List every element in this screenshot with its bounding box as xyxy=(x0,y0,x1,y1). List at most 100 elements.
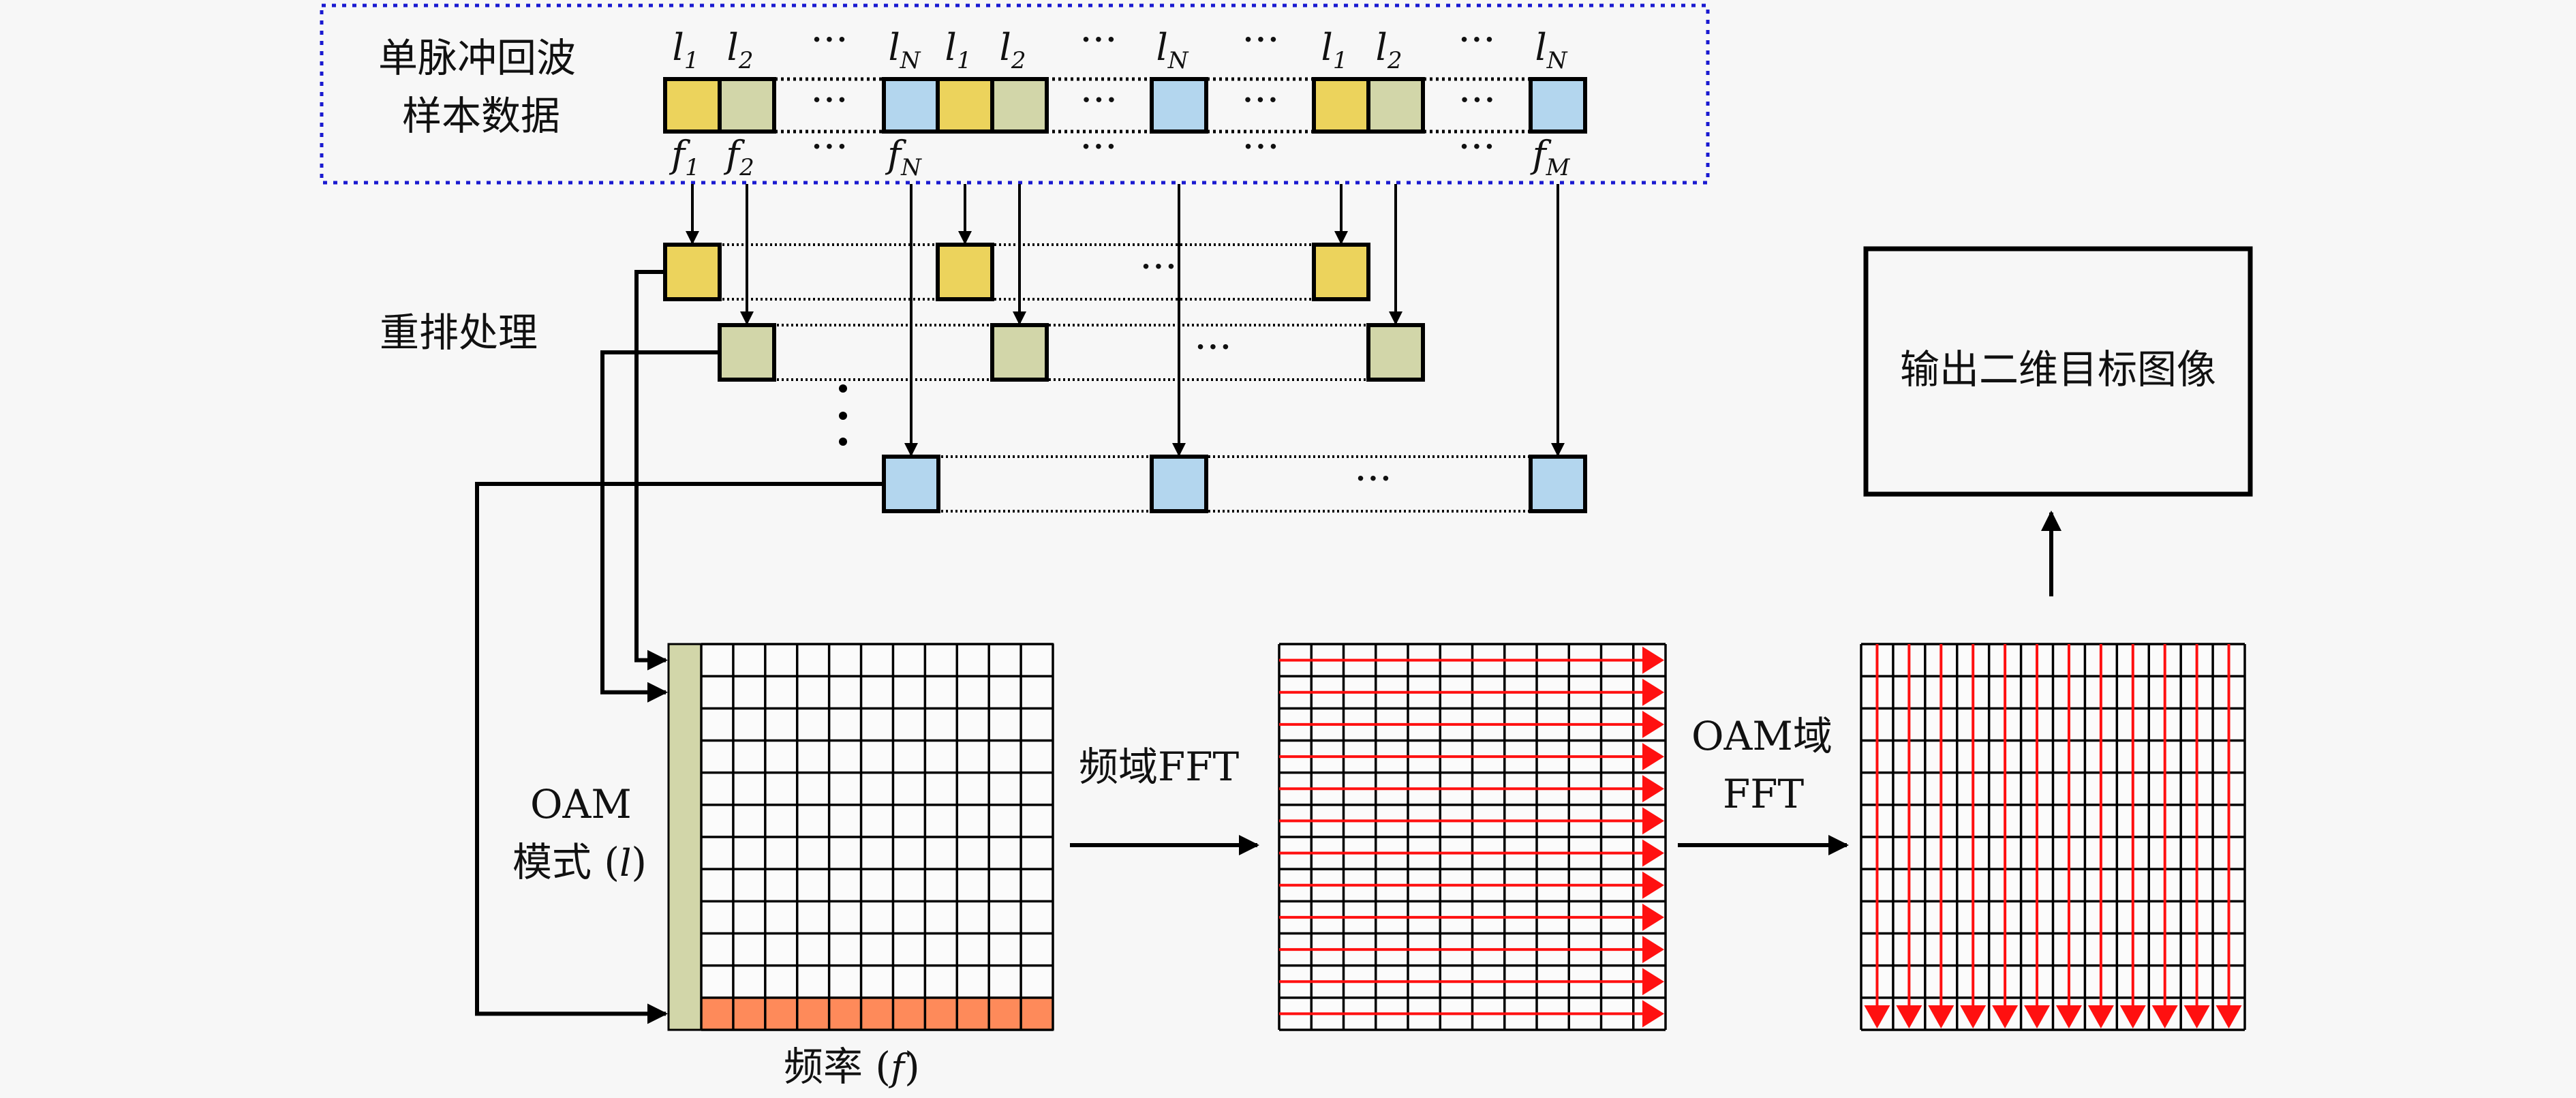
fft-col-arrow-head xyxy=(2151,1005,2178,1028)
frequency-row xyxy=(701,997,1053,1030)
row-cell-yellow xyxy=(663,243,722,301)
top-label: l1 xyxy=(945,26,972,74)
row-ellipsis: ··· xyxy=(1194,324,1231,370)
row-cell-yellow xyxy=(1312,243,1370,301)
row-cell-yellow xyxy=(936,243,994,301)
fft-col-arrow-head xyxy=(2055,1005,2082,1028)
fft-row-arrow-head xyxy=(1642,775,1664,803)
matrix-ylabel-line1: OAM xyxy=(530,781,632,827)
feed-arrow xyxy=(475,482,884,1024)
fft-col-arrow-head xyxy=(1928,1005,1954,1028)
fft-col-arrow-head xyxy=(1864,1005,1890,1028)
top-label: l1 xyxy=(1321,26,1348,74)
sample-cell-blue xyxy=(1150,77,1208,134)
sample-top-labels: l1 l2 ··· lN l1 l2 ··· lN ··· l1 l2 ··· lN xyxy=(673,16,1568,74)
fft-row-arrow-head xyxy=(1642,871,1664,899)
fft-row-arrow-head xyxy=(1642,936,1664,964)
matrix-border xyxy=(667,643,1054,1031)
bottom-label-ellipsis: ··· xyxy=(810,123,848,170)
oam-frequency-matrix xyxy=(667,643,1054,1031)
feed-arrow xyxy=(600,350,720,703)
top-label: l1 xyxy=(673,26,699,74)
row-cell-green xyxy=(990,323,1049,382)
input-title-line1: 单脉冲回波 xyxy=(378,35,576,81)
fft-row-arrow-head xyxy=(1642,807,1664,835)
vertical-ellipsis-dot xyxy=(839,438,847,446)
vertical-ellipsis-dot xyxy=(839,384,847,393)
row-ellipsis: ··· xyxy=(1139,243,1177,290)
oam-mode-column xyxy=(669,644,701,1030)
matrix-xlabel: 频率 (f) xyxy=(784,1043,920,1090)
top-label-ellipsis: ··· xyxy=(810,16,848,63)
matrix-ylabel-line2: 模式 (l) xyxy=(512,839,647,885)
top-label: l2 xyxy=(1376,26,1402,74)
sample-cell-yellow xyxy=(1312,77,1370,134)
top-label: l2 xyxy=(727,26,754,74)
sample-cell-yellow xyxy=(663,77,722,134)
oam-fft-matrix xyxy=(1860,643,2246,1031)
fft-row-arrow-head xyxy=(1642,743,1664,771)
bottom-label: fM xyxy=(1530,133,1571,181)
bottom-label: f1 xyxy=(669,133,700,181)
fft-col-arrow-head xyxy=(1896,1005,1922,1028)
feed-arrow xyxy=(634,270,668,671)
oam-fft-label-line1: OAM域 xyxy=(1691,713,1833,759)
row-ellipsis: ··· xyxy=(1354,455,1392,502)
sample-cell-blue xyxy=(882,77,940,134)
strip-ellipsis: ··· xyxy=(810,77,848,123)
fft-col-arrow-head xyxy=(2183,1005,2210,1028)
fft-row-arrow-head xyxy=(1642,710,1664,738)
top-label-ellipsis: ··· xyxy=(1242,16,1279,63)
fft-col-arrow-head xyxy=(1960,1005,1987,1028)
sample-bottom-labels: f1 f2 ··· fN ··· ··· ··· fM xyxy=(669,123,1570,181)
strip-ellipsis: ··· xyxy=(1080,77,1118,123)
row-cell-green xyxy=(1366,323,1425,382)
fft-col-arrow-head xyxy=(2087,1005,2114,1028)
row-cell-green xyxy=(718,323,776,382)
bottom-label-ellipsis: ··· xyxy=(1242,123,1279,170)
input-data-frame xyxy=(320,3,1710,185)
rearrange-label: 重排处理 xyxy=(380,309,538,356)
row-cell-blue xyxy=(1529,455,1587,513)
strip-ellipsis: ··· xyxy=(1458,77,1496,123)
fft-col-arrow-head xyxy=(1992,1005,2019,1028)
vertical-ellipsis-dot xyxy=(839,412,847,420)
fft-col-arrow-head xyxy=(2215,1005,2242,1028)
fft-row-arrow-head xyxy=(1642,903,1664,931)
top-label: l2 xyxy=(1000,26,1026,74)
fft-row-arrow-head xyxy=(1642,968,1664,996)
freq-fft-label: 频域FFT xyxy=(1079,744,1239,790)
rearranged-rows: ··· ··· ··· xyxy=(663,243,1587,513)
sample-strip: ··· ··· ··· ··· xyxy=(663,77,1587,134)
sample-cell-yellow xyxy=(936,77,994,134)
fft-col-arrow-head xyxy=(2024,1005,2051,1028)
bottom-label: fN xyxy=(885,133,922,181)
feed-lines xyxy=(475,270,884,1024)
sample-cell-green xyxy=(718,77,776,134)
top-label-ellipsis: ··· xyxy=(1458,16,1495,63)
fft-row-arrow-head xyxy=(1642,1000,1664,1028)
bottom-label-ellipsis: ··· xyxy=(1458,123,1495,170)
top-label: lN xyxy=(1535,26,1567,74)
freq-fft-matrix xyxy=(1278,643,1667,1031)
top-label: lN xyxy=(888,26,921,74)
fft-row-arrow-head xyxy=(1642,678,1664,706)
sample-cell-green xyxy=(990,77,1049,134)
bottom-label-ellipsis: ··· xyxy=(1079,123,1117,170)
fft-col-arrow-head xyxy=(2119,1005,2146,1028)
output-image-box xyxy=(1863,246,2253,497)
fft-row-arrow-head xyxy=(1642,839,1664,867)
top-label-ellipsis: ··· xyxy=(1079,16,1117,63)
oam-fft-label-line2: FFT xyxy=(1723,771,1804,817)
row-cell-blue xyxy=(1150,455,1208,513)
top-label: lN xyxy=(1156,26,1189,74)
rearrange-arrows xyxy=(686,184,1565,457)
strip-ellipsis: ··· xyxy=(1242,77,1279,123)
bottom-label: f2 xyxy=(723,133,754,181)
input-title-line2: 样本数据 xyxy=(402,93,560,139)
sample-cell-green xyxy=(1366,77,1425,134)
output-label: 输出二维目标图像 xyxy=(1900,346,2216,393)
row-cell-blue xyxy=(882,455,940,513)
